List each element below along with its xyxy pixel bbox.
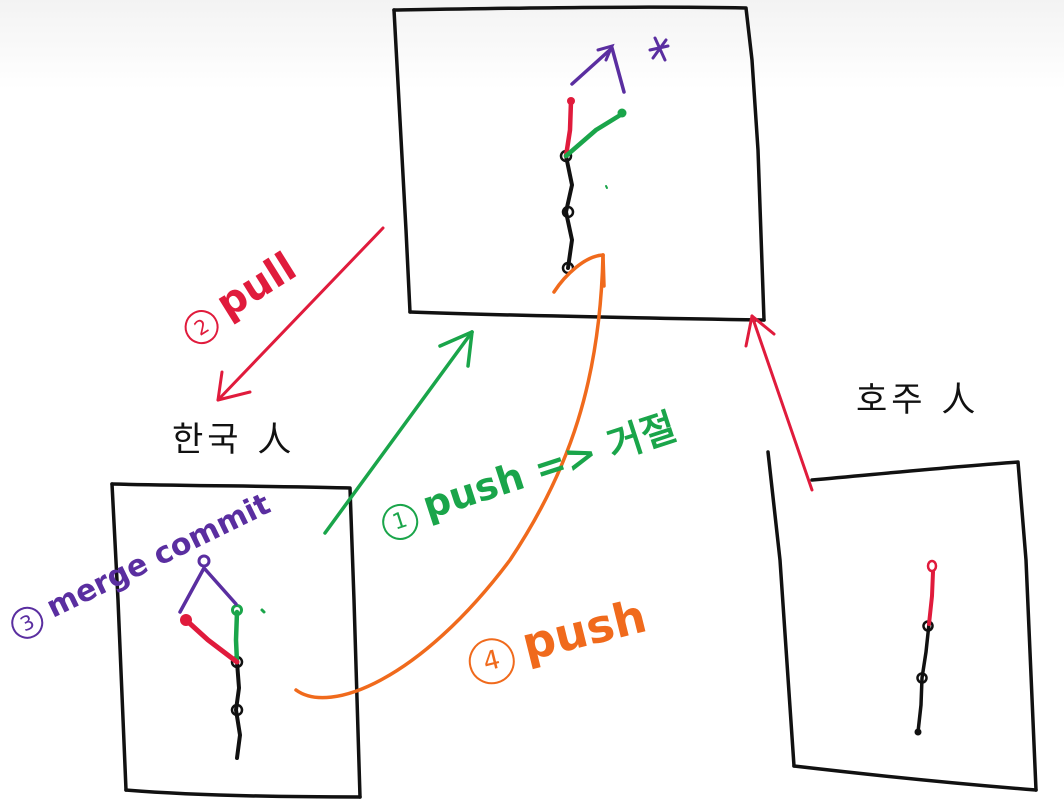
korea-red-branch — [183, 617, 240, 665]
korea-merge-commit-lines — [178, 566, 238, 614]
korea-merge-commit-node — [197, 554, 211, 568]
remote-purple-arrow — [570, 46, 626, 94]
remote-commit-graph — [559, 43, 627, 275]
korea-commit-graph — [178, 554, 266, 760]
star-mark — [648, 36, 670, 62]
remote-red-branch — [563, 98, 574, 159]
korea-person-label: 한국 人 — [172, 420, 296, 460]
push-rejected-arrow — [323, 330, 474, 535]
remote-green-branch — [563, 111, 625, 159]
australia-push-arrow — [744, 314, 814, 492]
pull-arrow — [216, 226, 385, 402]
australia-commit-graph — [914, 559, 938, 736]
australia-person-label: 호주 人 — [856, 380, 980, 420]
remote-red-commit — [567, 97, 575, 105]
australia-red-branch — [927, 570, 935, 626]
korea-green-branch — [233, 609, 240, 665]
remote-repo-box — [392, 5, 766, 322]
australia-commit-node — [916, 672, 928, 684]
australia-repo-box — [766, 450, 1038, 792]
second-push-arrow — [294, 253, 606, 700]
korea-commit-node — [230, 703, 244, 717]
korea-repo-box — [110, 482, 362, 799]
remote-green-commit — [617, 108, 627, 118]
remote-commit-node — [561, 205, 575, 219]
